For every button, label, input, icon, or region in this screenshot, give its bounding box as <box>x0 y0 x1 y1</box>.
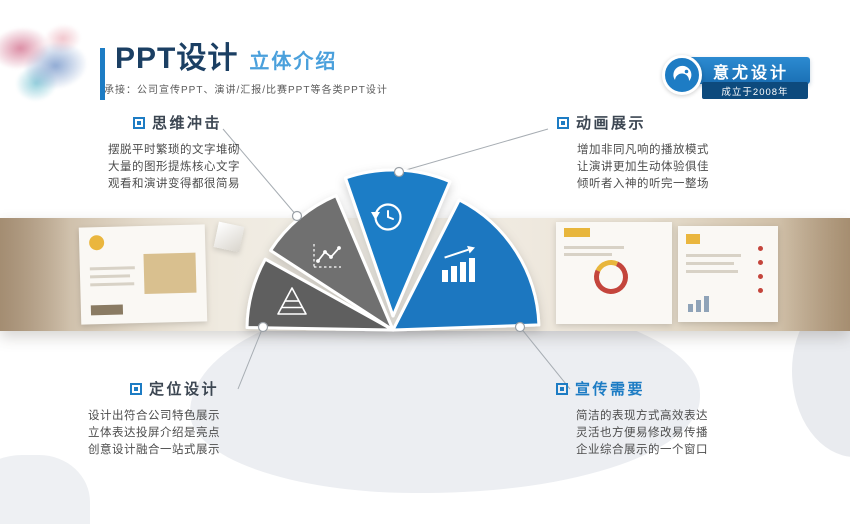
banner-donut-diagram <box>589 255 633 299</box>
section-line: 倾听者入神的听完一整场 <box>577 178 709 190</box>
banner-page <box>556 222 672 324</box>
section-line: 大量的图形提炼核心文字 <box>108 161 240 173</box>
section-line: 企业综合展示的一个窗口 <box>576 444 708 456</box>
section-bullet-icon <box>133 116 145 129</box>
showcase-banner <box>0 218 850 331</box>
watercolor-splash-decor <box>0 8 102 116</box>
swirl-logo-icon <box>673 65 692 81</box>
section-line: 简洁的表现方式高效表达 <box>576 410 708 422</box>
section-line: 立体表达投屏介绍是亮点 <box>88 427 220 439</box>
brand-name: 意尤设计 <box>712 64 789 82</box>
section-title: 动画展示 <box>576 115 647 132</box>
section-animation-display: 动画展示 增加非同凡响的播放模式 让演讲更加生动体验俱佳 倾听者入神的听完一整场 <box>557 112 709 193</box>
banner-accent-circle <box>88 235 105 251</box>
banner-decor-cube <box>213 221 245 253</box>
section-line: 观看和演讲变得都很简易 <box>108 178 240 190</box>
brand-logo <box>662 55 702 95</box>
page-header: PPT设计 立体介绍 承接：公司宣传PPT、演讲/汇报/比赛PPT等各类PPT设… <box>100 42 388 100</box>
section-bullet-icon <box>556 382 568 395</box>
page-subtitle: 立体介绍 <box>249 51 338 73</box>
section-title: 宣传需要 <box>575 381 646 398</box>
section-line: 让演讲更加生动体验俱佳 <box>577 161 709 173</box>
section-mind-impact: 思维冲击 摆脱平时繁琐的文字堆砌 大量的图形提炼核心文字 观看和演讲变得都很简易 <box>108 112 240 193</box>
section-line: 增加非同凡响的播放模式 <box>577 144 709 156</box>
background-blob-corner <box>0 455 90 524</box>
brand-established-ribbon: 成立于2008年 <box>702 82 808 99</box>
brand-badge: 成立于2008年 意尤设计 <box>662 55 810 99</box>
section-line: 设计出符合公司特色展示 <box>88 410 220 422</box>
page-title: PPT设计 <box>115 42 239 75</box>
title-accent-bar <box>100 48 105 100</box>
banner-page <box>78 224 208 325</box>
section-bullet-icon <box>130 382 142 395</box>
services-tagline: 承接：公司宣传PPT、演讲/汇报/比赛PPT等各类PPT设计 <box>104 85 388 96</box>
banner-page <box>678 226 778 322</box>
section-line: 灵活也方便易修改易传播 <box>576 427 708 439</box>
section-title: 思维冲击 <box>152 115 223 132</box>
banner-image-block <box>143 252 197 294</box>
section-line: 摆脱平时繁琐的文字堆砌 <box>108 144 240 156</box>
section-positioning-design: 定位设计 设计出符合公司特色展示 立体表达投屏介绍是亮点 创意设计融合一站式展示 <box>88 378 220 459</box>
section-line: 创意设计融合一站式展示 <box>88 444 220 456</box>
section-bullet-icon <box>557 116 569 129</box>
section-title: 定位设计 <box>149 381 220 398</box>
section-promotion-need: 宣传需要 简洁的表现方式高效表达 灵活也方便易修改易传播 企业综合展示的一个窗口 <box>556 378 708 459</box>
brand-established: 成立于2008年 <box>721 86 789 98</box>
